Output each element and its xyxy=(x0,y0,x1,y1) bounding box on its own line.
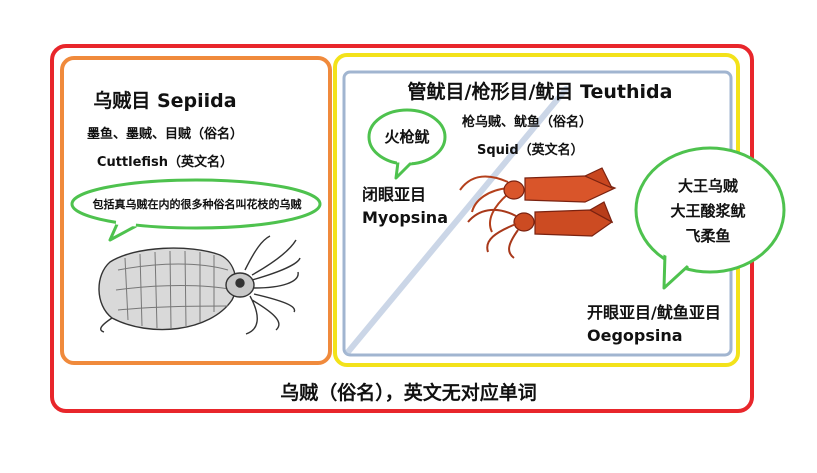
oegopsina-callout-item: 大王酸浆鱿 xyxy=(670,202,746,220)
suborder-divider xyxy=(345,86,569,355)
oegopsina-callout-bubble xyxy=(634,146,786,290)
sepiida-english-name: Cuttlefish（英文名） xyxy=(96,155,234,170)
teuthida-title: 管鱿目/枪形目/鱿目 Teuthida xyxy=(407,81,673,103)
teuthida-common-names: 枪乌贼、鱿鱼（俗名） xyxy=(462,115,593,130)
cuttlefish-illustration xyxy=(98,235,301,335)
myopsina-callout-text: 火枪鱿 xyxy=(384,128,430,146)
oegopsina-callout-item: 飞柔鱼 xyxy=(685,227,731,245)
teuthida-english-name: Squid（英文名） xyxy=(477,143,584,158)
oegopsina-callout-item: 大王乌贼 xyxy=(677,177,738,195)
sepiida-callout-bubble xyxy=(70,178,322,242)
sepiida-callout-text: 包括真乌贼在内的很多种俗名叫花枝的乌贼 xyxy=(92,198,302,211)
myopsina-callout-bubble xyxy=(367,108,447,180)
myopsina-latin-name: Myopsina xyxy=(362,208,448,227)
oegopsina-latin-name: Oegopsina xyxy=(587,326,683,345)
sepiida-title: 乌贼目 Sepiida xyxy=(93,90,237,112)
myopsina-chinese-name: 闭眼亚目 xyxy=(362,185,427,204)
sepiida-common-names: 墨鱼、墨贼、目贼（俗名） xyxy=(86,127,243,142)
bottom-caption: 乌贼（俗名），英文无对应单词 xyxy=(280,382,537,404)
oegopsina-chinese-name: 开眼亚目/鱿鱼亚目 xyxy=(587,303,721,322)
sepiida-frame xyxy=(60,56,332,365)
squid-illustration xyxy=(459,167,617,259)
